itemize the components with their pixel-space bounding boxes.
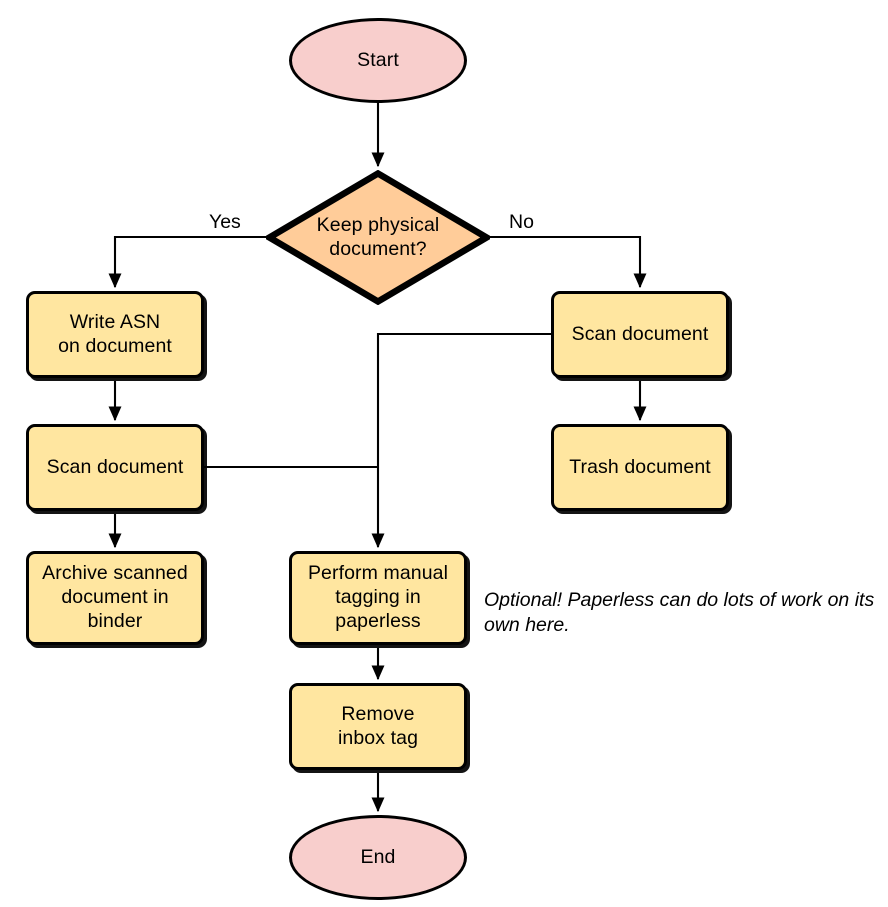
node-scan-document-left[interactable]: Scan document [26, 424, 204, 511]
node-perform-manual-tagging[interactable]: Perform manual tagging in paperless [289, 551, 467, 645]
node-write-asn[interactable]: Write ASN on document [26, 291, 204, 378]
edge-label-yes: Yes [209, 211, 241, 233]
node-perform-manual-tagging-label: Perform manual tagging in paperless [307, 562, 449, 632]
node-archive-scanned-document[interactable]: Archive scanned document in binder [26, 551, 204, 645]
annotation-optional-note: Optional! Paperless can do lots of work … [484, 589, 875, 636]
node-scan-document-right[interactable]: Scan document [551, 291, 729, 378]
node-end[interactable]: End [289, 815, 467, 900]
edge-decision-to-write-asn [108, 235, 266, 289]
node-scan-document-right-label: Scan document [571, 322, 709, 345]
node-keep-physical-document-label: Keep physical document? [316, 213, 440, 260]
node-trash-document-label: Trash document [569, 455, 711, 478]
node-remove-inbox-tag-label: Remove inbox tag [337, 702, 419, 749]
node-start-label: Start [357, 48, 399, 71]
node-start[interactable]: Start [289, 18, 467, 103]
edge-scan-right-to-tagging [371, 332, 551, 549]
edge-decision-to-scan-right [490, 235, 647, 289]
node-write-asn-label: Write ASN on document [58, 310, 172, 357]
node-keep-physical-document[interactable]: Keep physical document? [266, 170, 490, 305]
diamond-shape [266, 170, 490, 305]
node-end-label: End [360, 845, 396, 868]
node-scan-document-left-label: Scan document [46, 455, 184, 478]
node-remove-inbox-tag[interactable]: Remove inbox tag [289, 683, 467, 770]
edge-label-no: No [509, 211, 534, 233]
node-trash-document[interactable]: Trash document [551, 424, 729, 511]
node-archive-scanned-document-label: Archive scanned document in binder [42, 562, 188, 632]
